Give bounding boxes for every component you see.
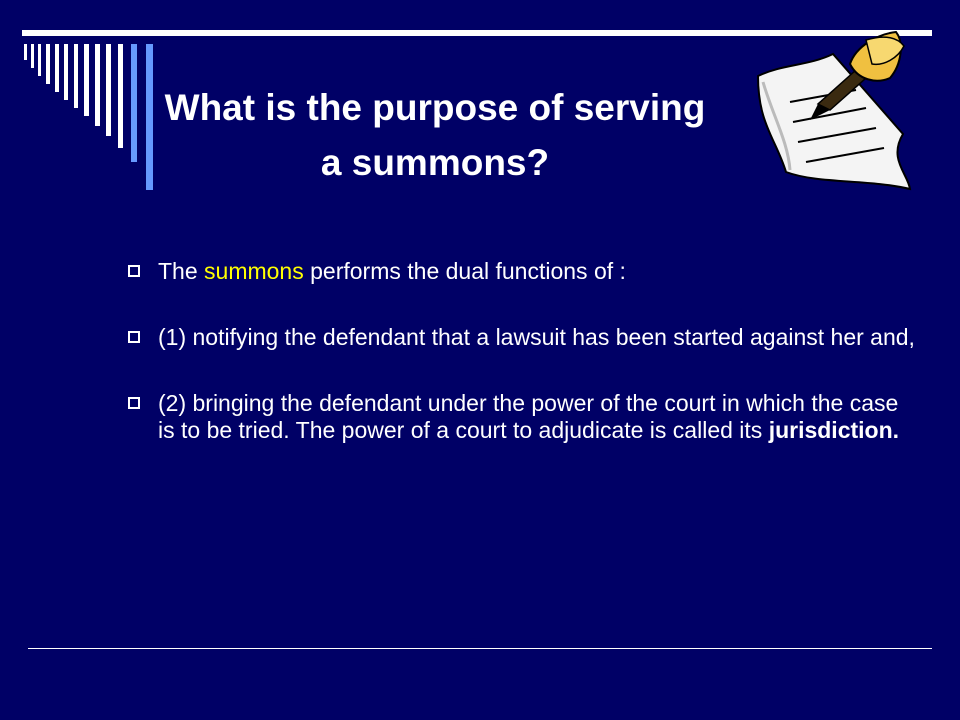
square-bullet-icon xyxy=(128,397,140,409)
list-item: (1) notifying the defendant that a lawsu… xyxy=(128,324,918,351)
highlighted-term: summons xyxy=(204,258,304,284)
bullet-list: The summons performs the dual functions … xyxy=(128,258,918,444)
top-rule xyxy=(22,30,932,36)
bold-term: jurisdiction. xyxy=(768,417,900,443)
list-item: (2) bringing the defendant under the pow… xyxy=(128,390,918,444)
bullet-text-prefix: The xyxy=(158,258,205,284)
bullet-text: (2) bringing the defendant under the pow… xyxy=(158,390,899,443)
bullet-text: (1) notifying the defendant that a lawsu… xyxy=(158,324,915,350)
square-bullet-icon xyxy=(128,331,140,343)
quill-and-paper-icon xyxy=(756,30,912,191)
square-bullet-icon xyxy=(128,265,140,277)
decorative-stripes xyxy=(24,44,153,190)
list-item: The summons performs the dual functions … xyxy=(128,258,918,285)
slide-title: What is the purpose of serving a summons… xyxy=(164,87,706,183)
bottom-rule xyxy=(28,648,932,649)
bullet-text-suffix: performs the dual functions of : xyxy=(303,258,626,284)
